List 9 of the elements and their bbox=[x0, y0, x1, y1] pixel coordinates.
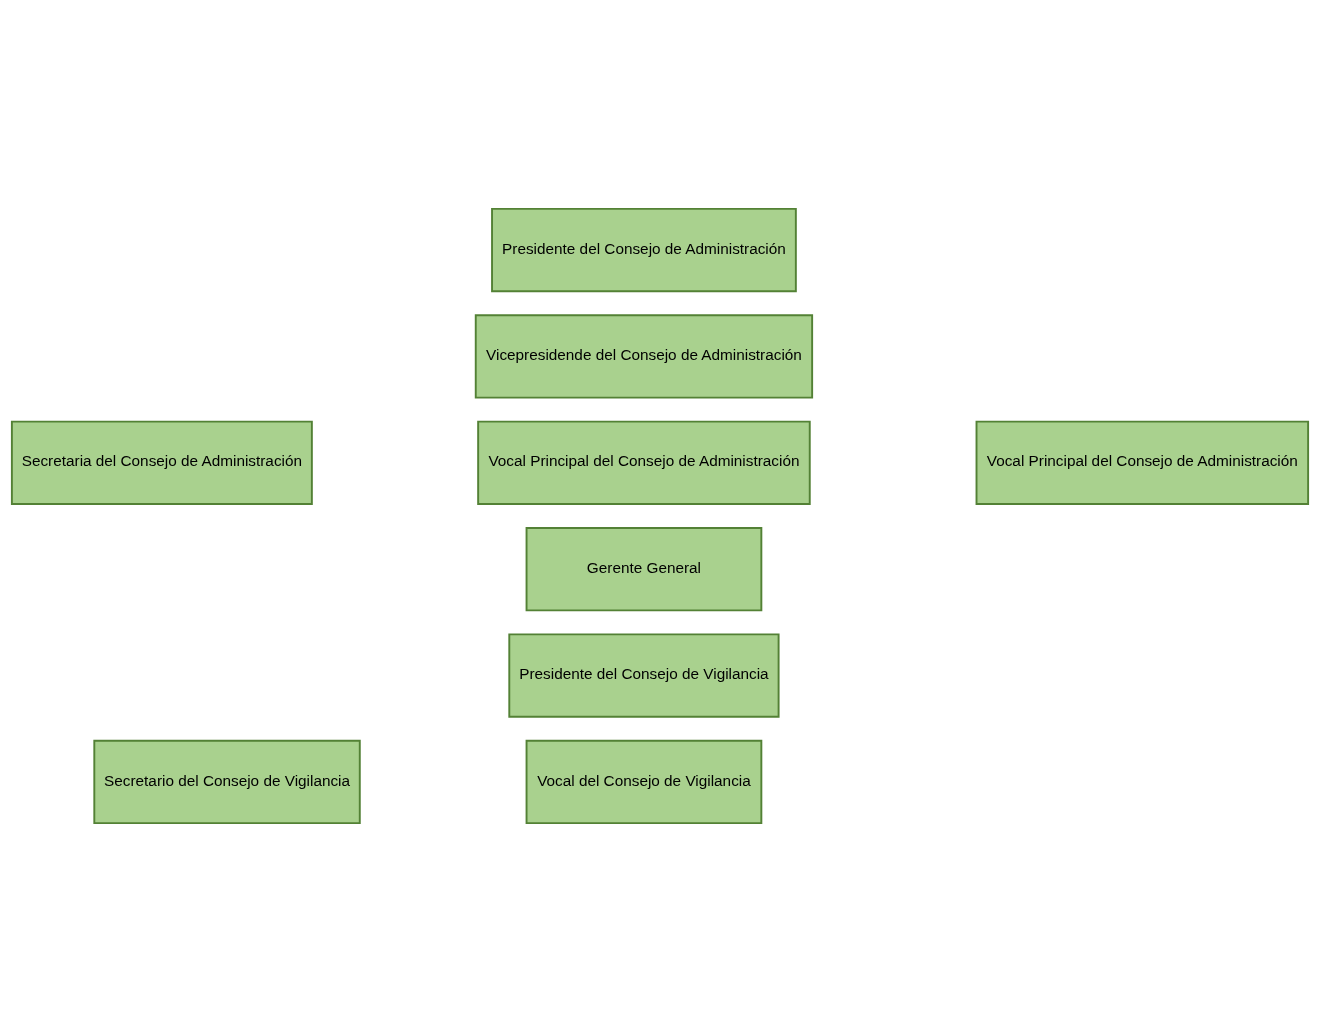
node-box: Presidente del Consejo de Administración bbox=[491, 207, 797, 293]
node-box: Secretario del Consejo de Vigilancia bbox=[93, 739, 361, 825]
node-box: Gerente General bbox=[525, 527, 763, 612]
node-box: Vocal del Consejo de Vigilancia bbox=[525, 739, 763, 825]
node-box: Vocal Principal del Consejo de Administración bbox=[975, 420, 1310, 505]
node-box: Presidente del Consejo de Vigilancia bbox=[508, 633, 780, 718]
node-box: Vicepresidende del Consejo de Administración bbox=[474, 314, 814, 399]
node-box: Secretaria del Consejo de Administración bbox=[10, 420, 313, 505]
node-box: Vocal Principal del Consejo de Administración bbox=[477, 420, 811, 505]
